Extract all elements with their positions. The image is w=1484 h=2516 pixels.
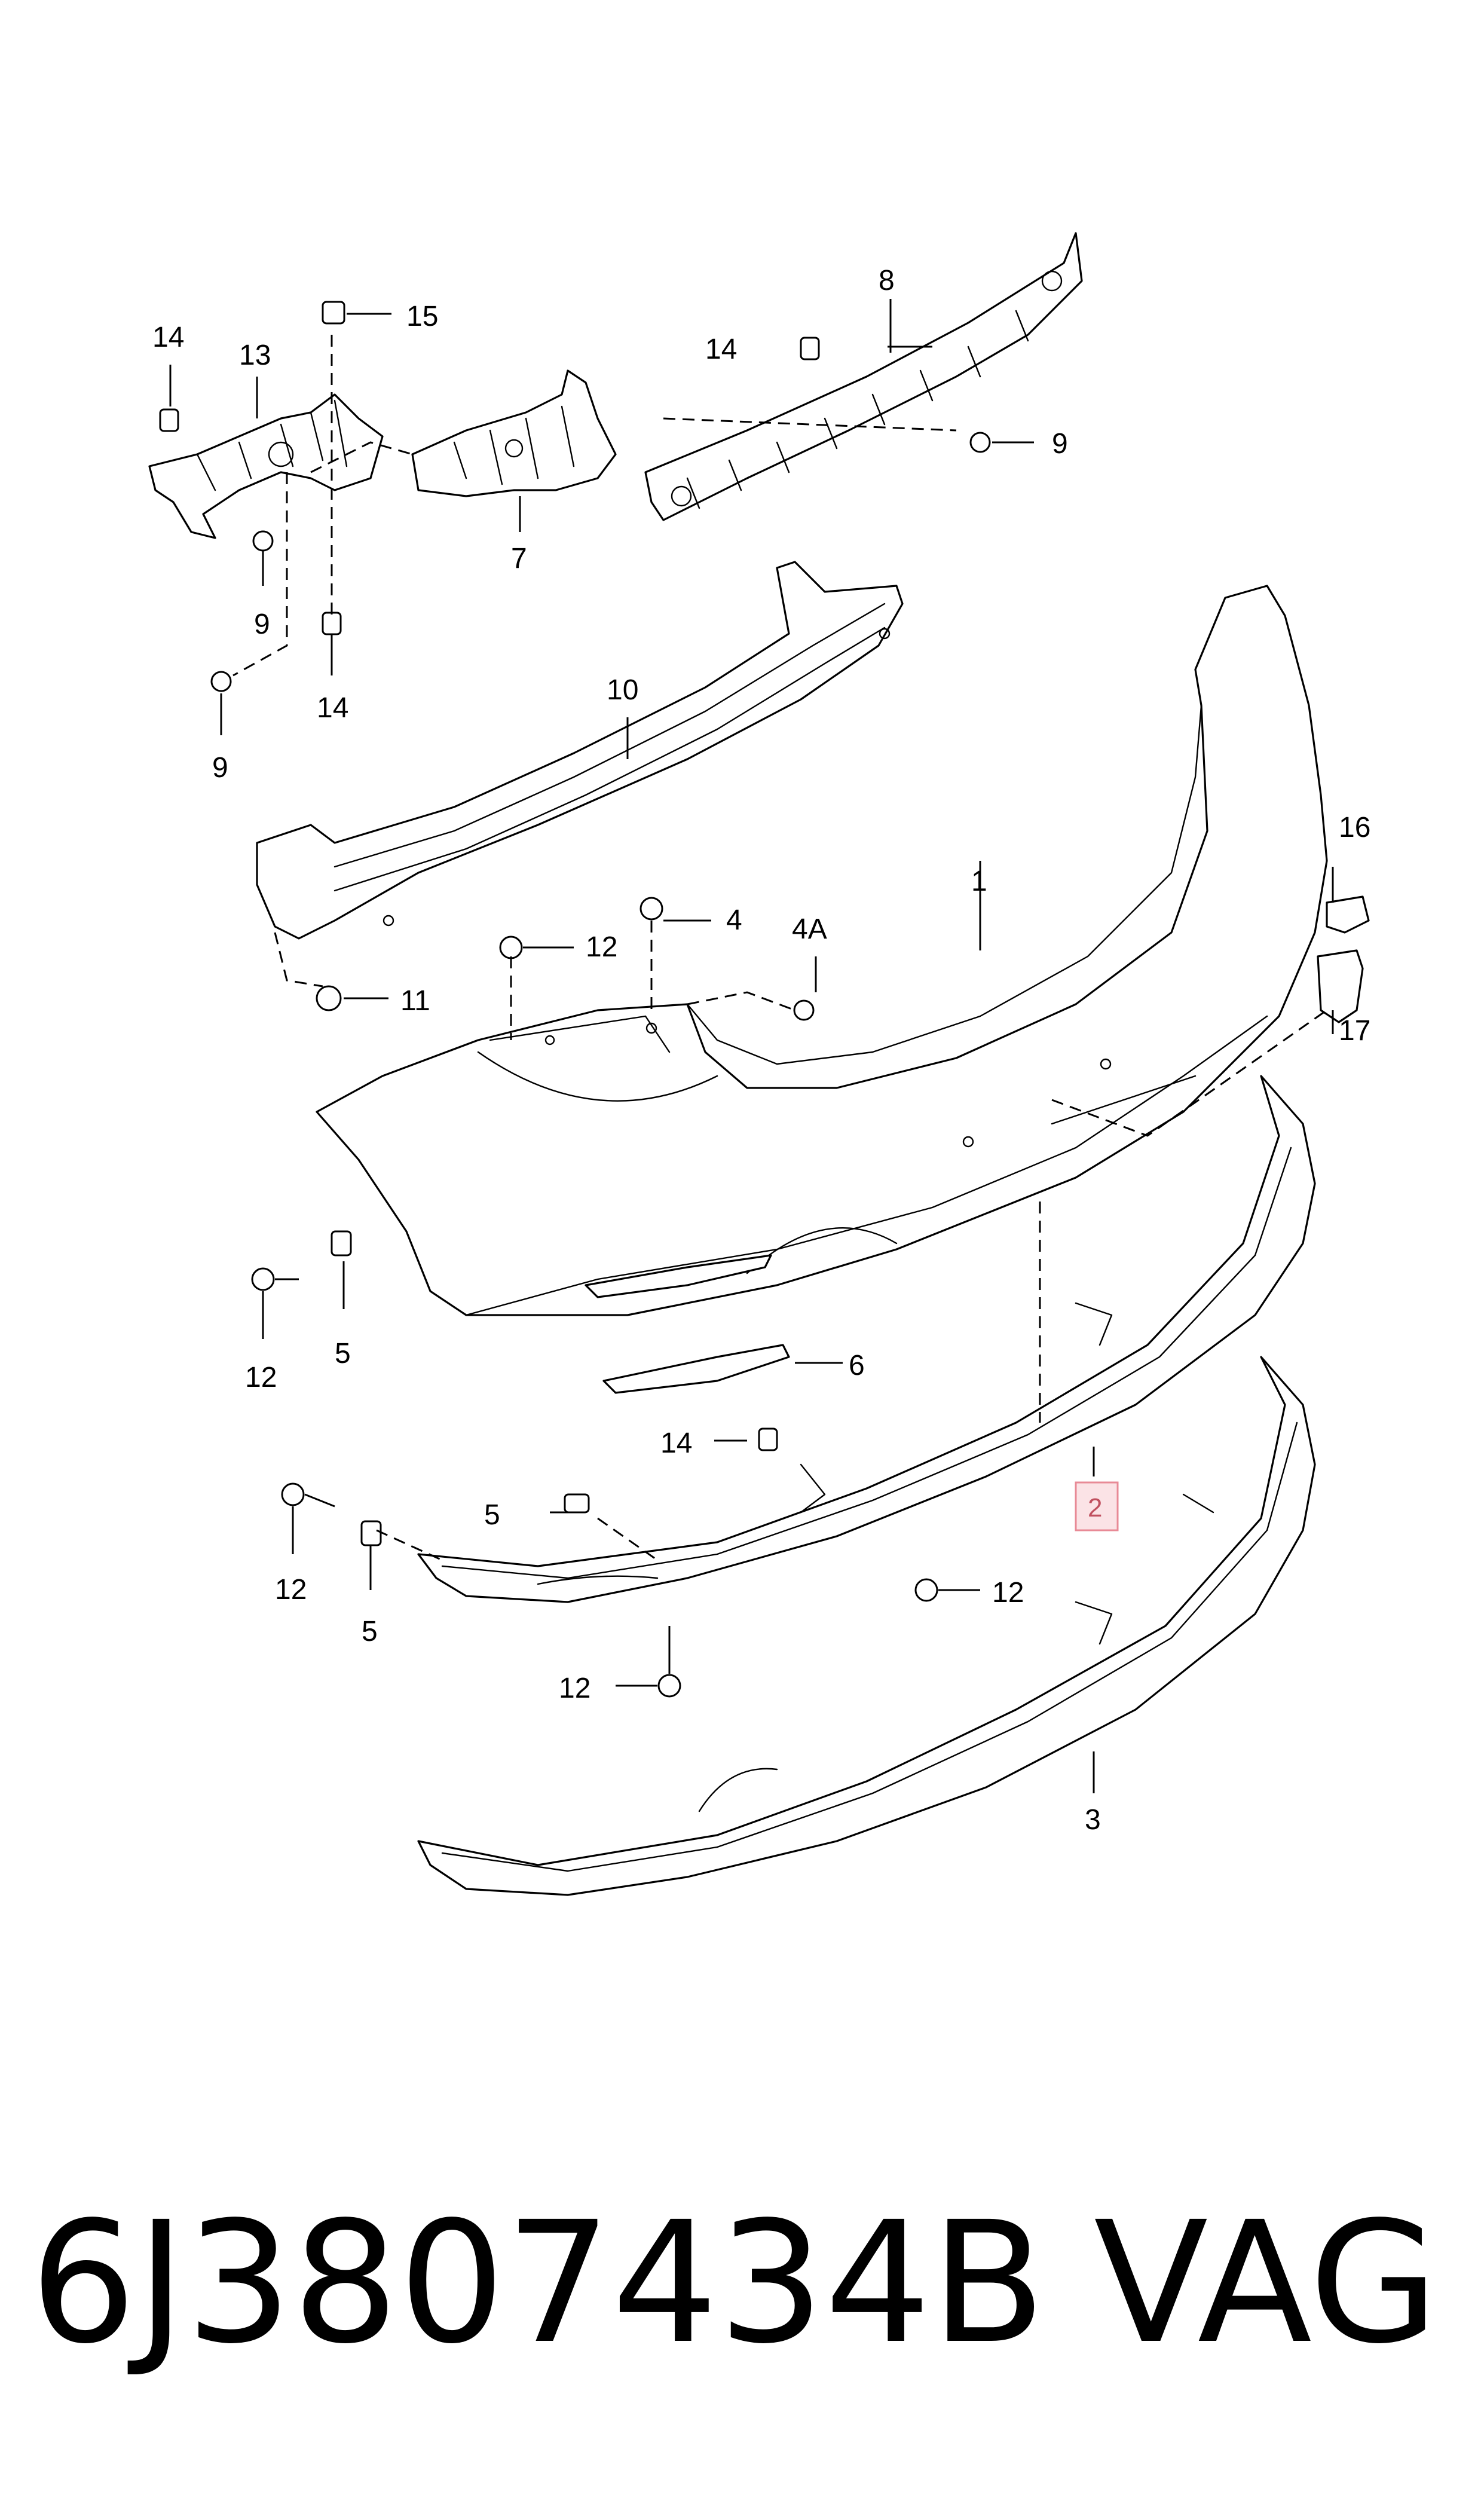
callout-14: 14 [660,1427,692,1459]
callout-2: 2 [1088,1493,1102,1523]
callout-5: 5 [484,1499,500,1531]
bracket-8 [644,232,1083,521]
callout-12: 12 [559,1673,590,1704]
callout-6: 6 [849,1350,865,1381]
caption: 6J3807434B VAG [0,2176,1484,2391]
callout-17: 17 [1339,1015,1370,1047]
callout-labels: 14 13 15 7 8 14 9 9 9 14 10 1 16 17 12 4… [152,265,1370,1836]
callout-12: 12 [992,1577,1024,1609]
bumper-cover-1 [316,585,1328,1316]
fasteners [159,301,991,1698]
spoiler-2 [417,1075,1316,1603]
callout-5: 5 [362,1616,378,1647]
callout-4a: 4A [792,913,827,945]
reflector-6 [585,1254,790,1394]
callout-10: 10 [607,674,638,706]
brand-name: VAG [1094,2186,1439,2381]
callout-14: 14 [705,334,737,365]
callout-4: 4 [726,904,742,936]
callout-12: 12 [586,931,617,963]
spoiler-3 [417,1356,1316,1896]
callout-16: 16 [1339,812,1370,843]
callout-11: 11 [400,985,430,1017]
callout-7: 7 [511,543,527,574]
callout-2-highlight [1075,1481,1119,1531]
impact-member-10 [256,561,904,940]
callout-14: 14 [152,322,184,353]
bracket-13 [148,393,384,539]
callout-9: 9 [212,752,228,784]
callout-9: 9 [254,609,270,640]
side-guide-16-17 [1317,895,1370,1023]
callout-9: 9 [1052,428,1068,460]
callout-12: 12 [275,1574,307,1606]
callout-12: 12 [245,1362,277,1393]
callout-13: 13 [239,340,271,371]
callout-15: 15 [406,301,438,332]
callout-1: 1 [971,866,987,897]
assembly-lines [232,335,1327,1561]
bracket-7 [411,369,617,497]
callout-3: 3 [1085,1804,1101,1836]
callout-8: 8 [879,265,895,296]
callout-5: 5 [335,1338,351,1369]
part-number: 6J3807434B [30,2186,1046,2381]
callout-14: 14 [317,692,348,724]
leader-lines [169,299,1334,1793]
